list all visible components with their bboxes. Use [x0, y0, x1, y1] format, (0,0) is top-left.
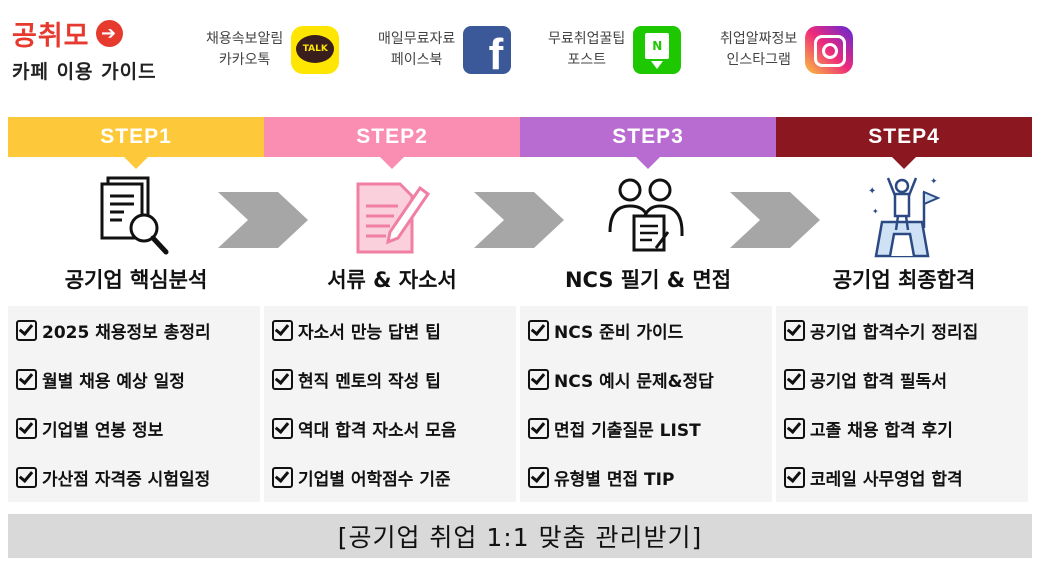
step-tab-3: STEP3 [520, 117, 776, 169]
brand-subtitle: 카페 이용 가이드 [12, 61, 157, 83]
consultation-banner-label: [공기업 취업 1:1 맞춤 관리받기] [337, 523, 703, 552]
steps-bar: STEP1 STEP2 STEP3 STEP4 [8, 117, 1032, 169]
checkbox-checked-icon [784, 369, 805, 390]
social-link-naver-post[interactable]: 무료취업꿀팁 포스트 N [548, 22, 682, 78]
checklist-item[interactable]: 공기업 합격 필독서 [776, 355, 1028, 404]
checklist-item[interactable]: 가산점 자격증 시험일정 [8, 453, 260, 502]
checklist-item[interactable]: 코레일 사무영업 합격 [776, 453, 1028, 502]
document-pen-icon [356, 182, 430, 254]
checklist-item[interactable]: 자소서 만능 답변 팁 [264, 306, 516, 355]
checklist-item[interactable]: 유형별 면접 TIP [520, 453, 772, 502]
arrow-right-icon: ➔ [95, 20, 123, 47]
social-label: 채용속보알림 [206, 31, 284, 47]
brand-logo[interactable]: 공취모 ➔ 카페 이용 가이드 [12, 14, 192, 84]
checkbox-checked-icon [16, 320, 37, 341]
chevron-right-icon [730, 192, 820, 248]
social-link-facebook[interactable]: 매일무료자료 페이스북 f [378, 22, 512, 78]
social-name: 포스트 [567, 52, 606, 68]
checklist-item[interactable]: 공기업 합격수기 정리집 [776, 306, 1028, 355]
social-name: 인스타그램 [726, 52, 791, 68]
checkbox-checked-icon [16, 369, 37, 390]
step-title-1: 공기업 핵심분석 [64, 268, 208, 292]
step-tab-1: STEP1 [8, 117, 264, 169]
svg-text:✦: ✦ [868, 186, 876, 197]
checklist-item[interactable]: NCS 준비 가이드 [520, 306, 772, 355]
checklist-item[interactable]: 역대 합격 자소서 모음 [264, 404, 516, 453]
instagram-icon[interactable] [805, 26, 854, 74]
step-title-3: NCS 필기 & 면접 [564, 268, 732, 292]
checklist-step-3: NCS 준비 가이드 NCS 예시 문제&정답 면접 기출질문 LIST 유형별… [520, 306, 772, 502]
svg-text:✦: ✦ [930, 177, 938, 187]
checkbox-checked-icon [272, 369, 293, 390]
interview-people-icon [608, 178, 684, 252]
facebook-icon[interactable]: f [463, 26, 512, 74]
step-tab-2: STEP2 [264, 117, 520, 169]
social-name: 카카오톡 [218, 52, 271, 68]
checkbox-checked-icon [272, 418, 293, 439]
checklist-item[interactable]: 월별 채용 예상 일정 [8, 355, 260, 404]
checklist-step-2: 자소서 만능 답변 팁 현직 멘토의 작성 팁 역대 합격 자소서 모음 기업별… [264, 306, 516, 502]
checklist-item[interactable]: 2025 채용정보 총정리 [8, 306, 260, 355]
checkbox-checked-icon [16, 467, 37, 488]
checkbox-checked-icon [528, 320, 549, 341]
checkbox-checked-icon [784, 418, 805, 439]
social-label: 취업알짜정보 [720, 31, 798, 47]
checklist-item[interactable]: 기업별 연봉 정보 [8, 404, 260, 453]
checkbox-checked-icon [784, 467, 805, 488]
checkbox-checked-icon [16, 418, 37, 439]
chevron-right-icon [218, 192, 308, 248]
checklist-item[interactable]: 고졸 채용 합격 후기 [776, 404, 1028, 453]
step-title-4: 공기업 최종합격 [832, 268, 976, 292]
checkbox-checked-icon [528, 467, 549, 488]
consultation-banner[interactable]: [공기업 취업 1:1 맞춤 관리받기] [8, 514, 1032, 558]
social-link-kakaotalk[interactable]: 채용속보알림 카카오톡 TALK [206, 22, 340, 78]
header: 공취모 ➔ 카페 이용 가이드 채용속보알림 카카오톡 TALK 매일무료자료 … [0, 0, 1038, 95]
success-person-icon: ✦ ✦ ✦ [868, 177, 941, 258]
social-label: 매일무료자료 [378, 31, 456, 47]
svg-text:✦: ✦ [872, 207, 879, 216]
checklist-item[interactable]: NCS 예시 문제&정답 [520, 355, 772, 404]
checklist-item[interactable]: 현직 멘토의 작성 팁 [264, 355, 516, 404]
document-search-icon [100, 176, 169, 255]
naver-post-icon[interactable]: N [633, 26, 682, 74]
step-tab-4: STEP4 [776, 117, 1032, 169]
checkbox-checked-icon [272, 320, 293, 341]
checkbox-checked-icon [272, 467, 293, 488]
checklist-item[interactable]: 기업별 어학점수 기준 [264, 453, 516, 502]
checklist-step-1: 2025 채용정보 총정리 월별 채용 예상 일정 기업별 연봉 정보 가산점 … [8, 306, 260, 502]
kakaotalk-icon[interactable]: TALK [291, 26, 340, 74]
social-name: 페이스북 [390, 52, 443, 68]
checkbox-checked-icon [528, 418, 549, 439]
brand-title: 공취모 [12, 21, 90, 52]
step-title-2: 서류 & 자소서 [327, 268, 457, 292]
checkbox-checked-icon [528, 369, 549, 390]
social-link-instagram[interactable]: 취업알짜정보 인스타그램 [720, 22, 854, 78]
chevron-right-icon [474, 192, 564, 248]
checklist-step-4: 공기업 합격수기 정리집 공기업 합격 필독서 고졸 채용 합격 후기 코레일 … [776, 306, 1028, 502]
checklist-item[interactable]: 면접 기출질문 LIST [520, 404, 772, 453]
social-label: 무료취업꿀팁 [548, 31, 626, 47]
checkbox-checked-icon [784, 320, 805, 341]
